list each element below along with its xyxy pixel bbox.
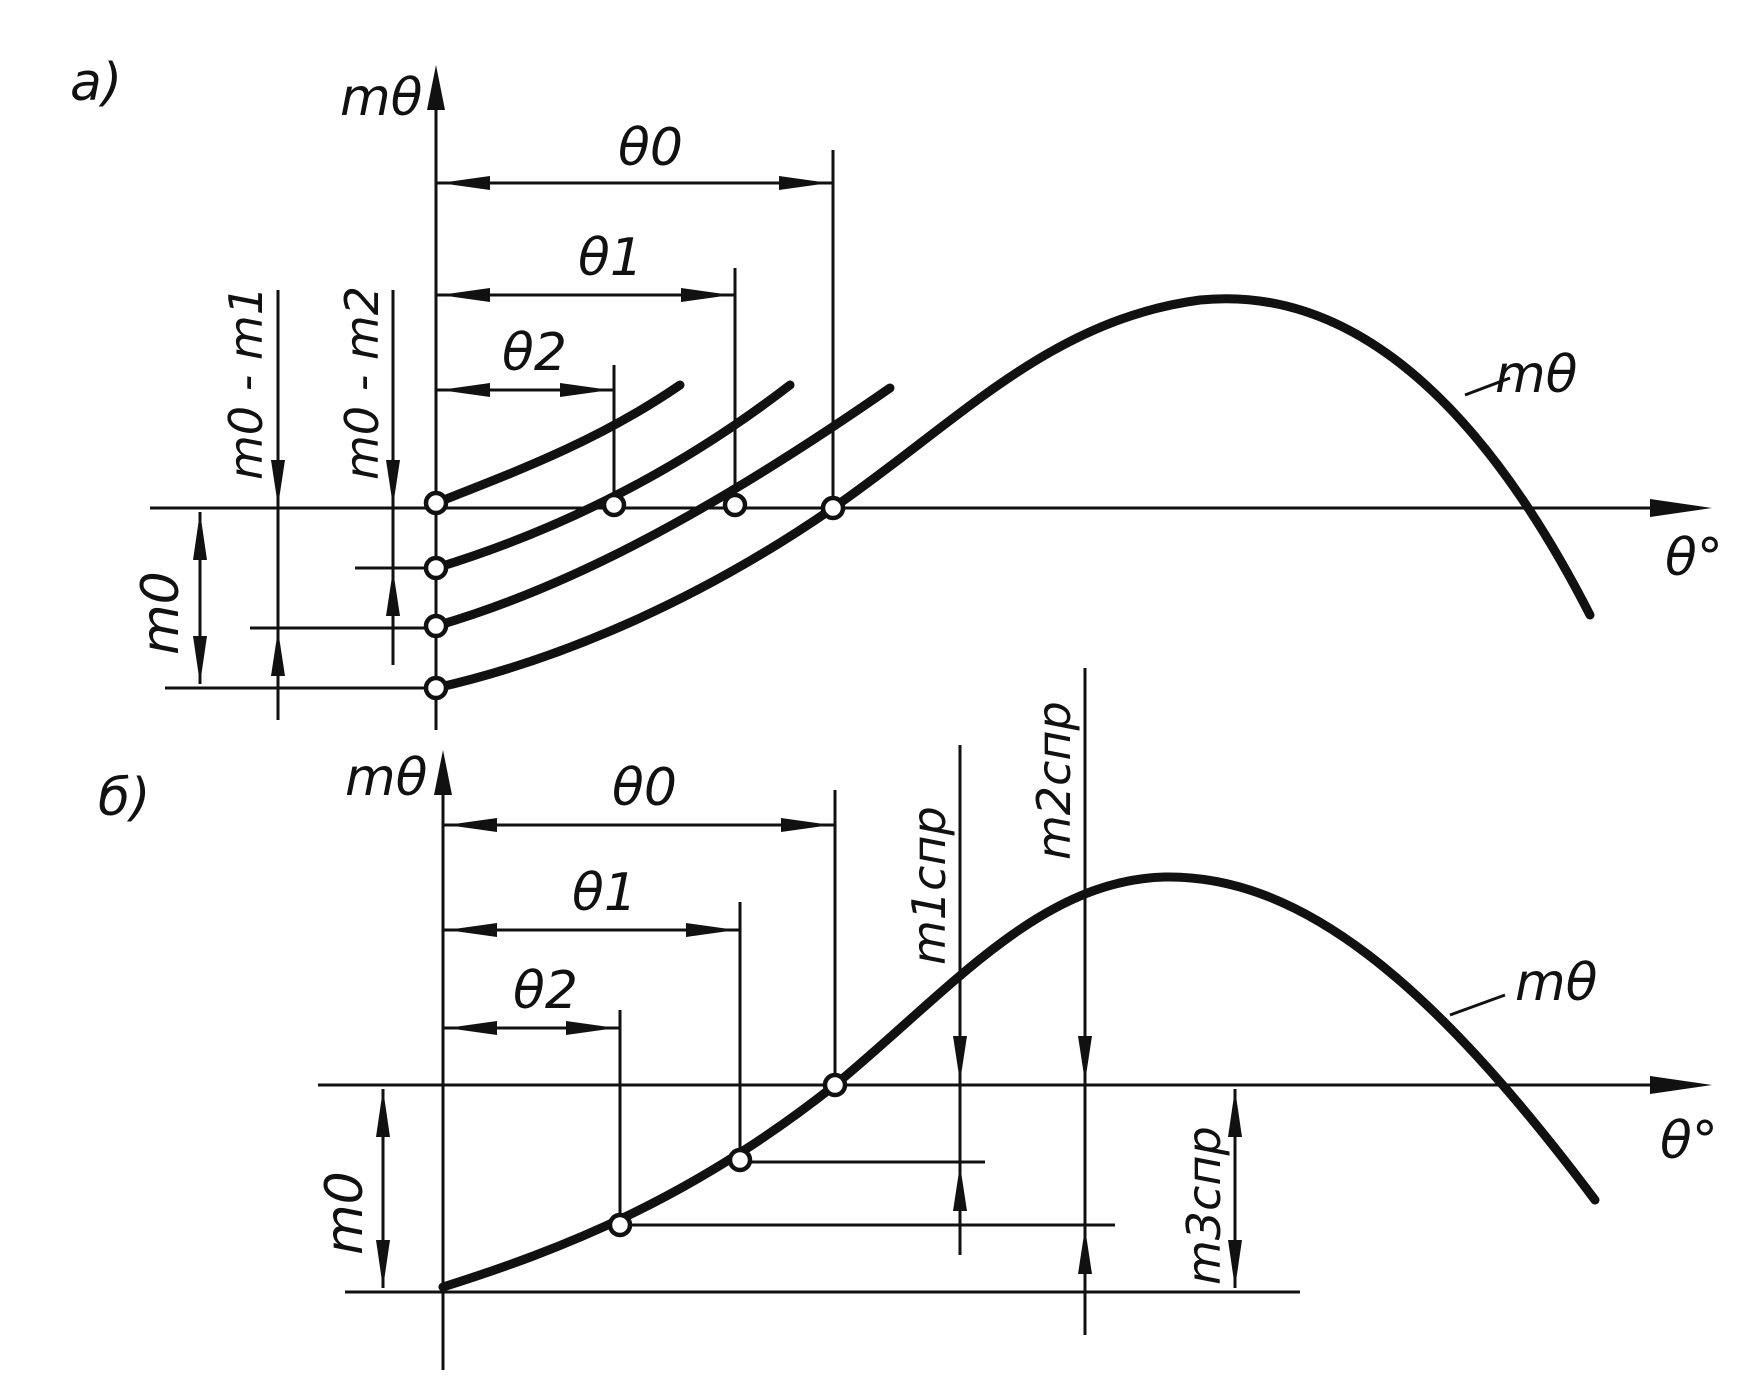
- arrowhead: [193, 512, 207, 560]
- panel-b-m1spr-label: m1спр: [902, 806, 956, 965]
- panel-b-m3spr-label: m3спр: [1177, 1126, 1231, 1285]
- arrowhead: [376, 1089, 390, 1137]
- panel-b-point: [822, 1072, 848, 1098]
- panel-a-y-axis-label: mθ: [340, 68, 422, 128]
- arrowhead: [440, 383, 490, 397]
- panel-a-curve-label: mθ: [1495, 345, 1577, 405]
- panel-b-label: б): [98, 768, 150, 828]
- panel-a-curve-leader: [1464, 376, 1511, 397]
- panel-a-point: [423, 490, 449, 516]
- panel-b-x-arrowhead: [1650, 1076, 1712, 1094]
- panel-a-m0-m2-label: m0 - m2: [335, 286, 389, 480]
- panel-b-theta2-label: θ2: [513, 961, 578, 1021]
- arrowhead: [271, 460, 285, 506]
- arrowhead: [953, 1165, 967, 1211]
- arrowhead: [376, 1240, 390, 1288]
- arrowhead: [953, 1036, 967, 1082]
- panel-b-curve-label: mθ: [1515, 953, 1597, 1013]
- arrowhead: [193, 636, 207, 684]
- panel-a-x-arrowhead: [1650, 499, 1712, 517]
- arrowhead: [686, 923, 736, 937]
- panel-a-point: [722, 492, 748, 518]
- panel-a-theta0-label: θ0: [618, 118, 683, 178]
- panel-b-theta1-label: θ1: [572, 863, 637, 923]
- panel-b-y-arrowhead: [434, 750, 452, 795]
- panel-a-y-arrowhead: [427, 65, 445, 110]
- arrowhead: [440, 288, 490, 302]
- arrowhead: [1078, 1036, 1092, 1082]
- panel-a-point: [820, 495, 846, 521]
- arrowhead: [447, 818, 497, 832]
- panel-a-point: [601, 492, 627, 518]
- arrowhead: [447, 923, 497, 937]
- arrowhead: [779, 176, 829, 190]
- panel-a-m0-label: m0: [131, 571, 191, 655]
- arrowhead: [440, 176, 490, 190]
- panel-b: б) mθ θ° mθ θ0 θ1 θ2: [98, 668, 1718, 1370]
- panel-a: а) mθ θ° mθ θ0 θ1 θ2: [70, 53, 1723, 730]
- arrowhead: [386, 570, 400, 616]
- panel-a-theta1-label: θ1: [578, 228, 643, 288]
- panel-b-theta0-label: θ0: [612, 758, 677, 818]
- arrowhead: [271, 630, 285, 676]
- panel-a-x-axis-label: θ°: [1665, 528, 1723, 588]
- panel-a-m0-m1-label: m0 - m1: [219, 286, 273, 480]
- arrowhead: [560, 383, 610, 397]
- panel-a-curve-1: [431, 383, 895, 631]
- panel-a-curve-3: [431, 380, 685, 508]
- panel-b-point: [727, 1147, 753, 1173]
- panel-b-x-axis-label: θ°: [1660, 1111, 1718, 1171]
- panel-a-point: [423, 555, 449, 581]
- arrowhead: [681, 288, 731, 302]
- panel-a-point: [423, 675, 449, 701]
- panel-b-main-curve: [438, 872, 1600, 1292]
- arrowhead: [1228, 1240, 1242, 1288]
- arrowhead: [1228, 1089, 1242, 1137]
- arrowhead: [781, 818, 831, 832]
- arrowhead: [447, 1021, 497, 1035]
- arrowhead: [566, 1021, 616, 1035]
- panel-a-point: [423, 613, 449, 639]
- panel-b-m0-label: m0: [315, 1171, 375, 1255]
- arrowhead: [386, 460, 400, 506]
- panel-a-main-curve: [431, 294, 1595, 693]
- panel-b-point: [607, 1212, 633, 1238]
- panel-b-m2spr-label: m2спр: [1027, 701, 1081, 860]
- panel-a-label: а): [70, 53, 122, 113]
- arrowhead: [1078, 1228, 1092, 1274]
- panel-b-y-axis-label: mθ: [345, 748, 427, 808]
- panel-a-theta2-label: θ2: [502, 323, 567, 383]
- panel-b-curve-leader: [1449, 993, 1506, 1017]
